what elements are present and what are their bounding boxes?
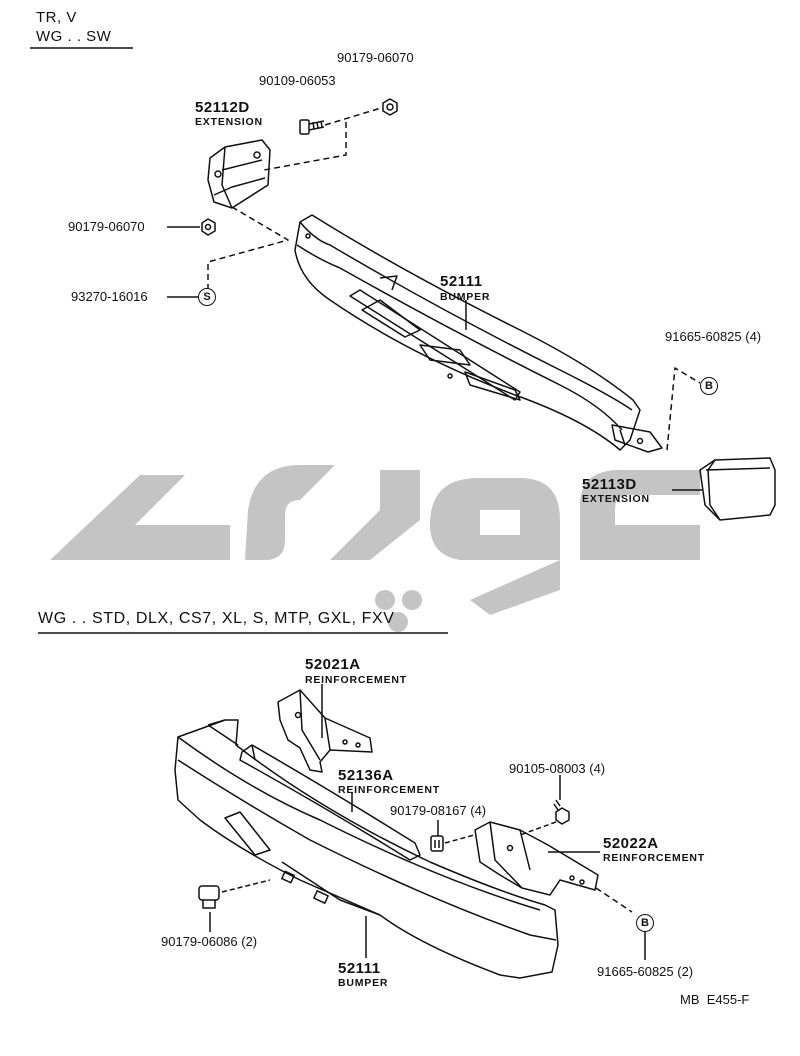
left-extension-part bbox=[207, 139, 271, 209]
bolt-icon bbox=[299, 119, 325, 135]
nut-icon bbox=[201, 218, 216, 236]
part-number-label: 91665-60825 (4) bbox=[665, 329, 762, 344]
part-number-label: 52112D bbox=[195, 99, 250, 116]
left-reinforcement-part bbox=[277, 689, 373, 773]
part-number-label: 90179-08167 (4) bbox=[390, 803, 487, 818]
part-number-label: 90179-06070 bbox=[68, 219, 145, 234]
part-number-label: 93270-16016 bbox=[71, 289, 148, 304]
part-number-label: 52111 bbox=[440, 273, 483, 290]
assembly-line bbox=[444, 834, 475, 844]
nut-icon bbox=[430, 835, 444, 852]
part-name-label: EXTENSION bbox=[582, 493, 650, 505]
part-number-label: 91665-60825 (2) bbox=[597, 964, 694, 979]
part-number-label: 52021A bbox=[305, 656, 361, 673]
clip-marker: B bbox=[636, 914, 654, 932]
diagram-code: MB E455-F bbox=[680, 992, 750, 1007]
right-reinforcement-part bbox=[474, 821, 599, 896]
watermark-logo bbox=[50, 465, 700, 632]
assembly-line bbox=[207, 107, 382, 290]
top-header-line2: WG . . SW bbox=[36, 28, 112, 45]
part-name-label: BUMPER bbox=[440, 291, 491, 303]
assembly-line bbox=[595, 887, 633, 913]
part-number-label: 52136A bbox=[338, 767, 394, 784]
right-extension-part bbox=[699, 457, 776, 521]
screw-marker: S bbox=[198, 288, 216, 306]
part-number-label: 52113D bbox=[582, 476, 637, 493]
part-number-label: 52111 bbox=[338, 960, 381, 977]
part-name-label: EXTENSION bbox=[195, 116, 263, 128]
part-number-label: 90179-06086 (2) bbox=[161, 934, 258, 949]
clip-marker: B bbox=[700, 377, 718, 395]
top-header-line1: TR, V bbox=[36, 9, 77, 26]
top-bumper-part bbox=[294, 214, 663, 453]
nut-icon bbox=[382, 98, 398, 116]
part-name-label: REINFORCEMENT bbox=[305, 674, 407, 686]
part-number-label: 90105-08003 (4) bbox=[509, 761, 606, 776]
assembly-line bbox=[221, 879, 271, 893]
part-number-label: 52022A bbox=[603, 835, 659, 852]
assembly-line bbox=[519, 821, 557, 836]
part-name-label: BUMPER bbox=[338, 977, 389, 989]
bottom-bumper-part bbox=[174, 719, 559, 979]
assembly-line bbox=[666, 367, 701, 451]
part-number-label: 90179-06070 bbox=[337, 50, 414, 65]
part-name-label: REINFORCEMENT bbox=[603, 852, 705, 864]
part-name-label: REINFORCEMENT bbox=[338, 784, 440, 796]
bar-reinforcement-part bbox=[239, 744, 421, 861]
bolt-icon bbox=[553, 799, 570, 825]
part-number-label: 90109-06053 bbox=[259, 73, 336, 88]
bottom-header: WG . . STD, DLX, CS7, XL, S, MTP, GXL, F… bbox=[38, 610, 395, 627]
nut-icon bbox=[198, 885, 220, 909]
